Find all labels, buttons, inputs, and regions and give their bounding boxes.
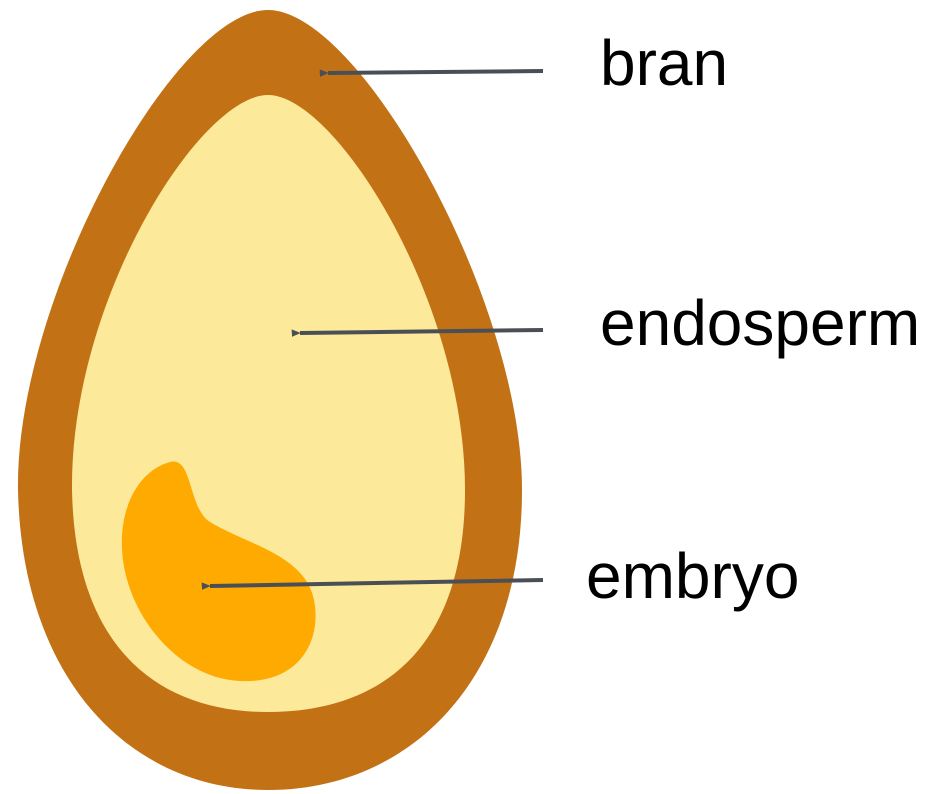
bran-label: bran <box>600 27 728 99</box>
bran-arrow <box>328 71 543 73</box>
endosperm-label: endosperm <box>600 287 920 359</box>
embryo-label: embryo <box>586 540 799 612</box>
